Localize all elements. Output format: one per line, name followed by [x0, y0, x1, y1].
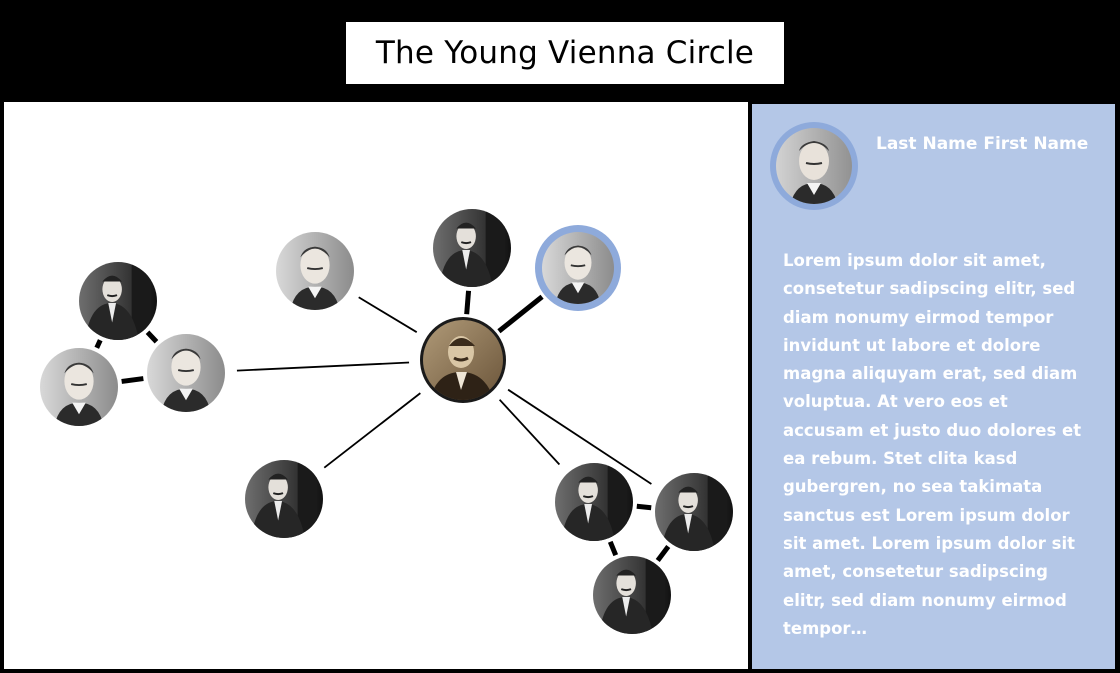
person-node-p8[interactable]	[555, 463, 633, 545]
person-info-panel: Last Name First Name Lorem ipsum dolor s…	[752, 104, 1115, 669]
person-node-p1[interactable]	[276, 232, 354, 314]
person-node-p3[interactable]	[535, 225, 621, 311]
edge-p9-p10	[655, 544, 671, 563]
network-graph-panel	[4, 102, 748, 669]
edge-center-p2	[464, 290, 472, 315]
edge-p8-p10	[607, 540, 619, 557]
nodes-layer	[40, 209, 733, 638]
person-node-p7[interactable]	[245, 460, 323, 542]
edge-p5-p6	[121, 376, 144, 384]
person-node-p5[interactable]	[40, 348, 118, 430]
person-node-p10[interactable]	[593, 556, 671, 638]
edge-p8-p9	[636, 503, 652, 511]
title-box: The Young Vienna Circle	[346, 22, 784, 84]
edge-center-p9	[507, 388, 652, 485]
selected-person-bio: Lorem ipsum dolor sit amet, consetetur s…	[783, 251, 1082, 638]
edges-layer	[94, 290, 671, 563]
person-node-p9[interactable]	[655, 473, 733, 555]
edge-center-p6	[236, 361, 410, 372]
person-node-p6[interactable]	[147, 334, 225, 416]
page-title: The Young Vienna Circle	[375, 35, 755, 71]
selected-person-avatar	[770, 122, 858, 210]
edge-center-p8	[498, 399, 561, 466]
edge-p4-p6	[145, 330, 159, 344]
person-node-p2[interactable]	[433, 209, 511, 291]
edge-center-p1	[358, 296, 418, 333]
edge-center-p7	[323, 392, 421, 469]
person-node-p4[interactable]	[79, 262, 157, 344]
edge-p4-p5	[94, 339, 103, 349]
network-graph	[40, 209, 733, 638]
person-node-center[interactable]	[420, 317, 506, 404]
edge-center-p3	[497, 294, 544, 334]
selected-person-name: Last Name First Name	[876, 134, 1089, 154]
